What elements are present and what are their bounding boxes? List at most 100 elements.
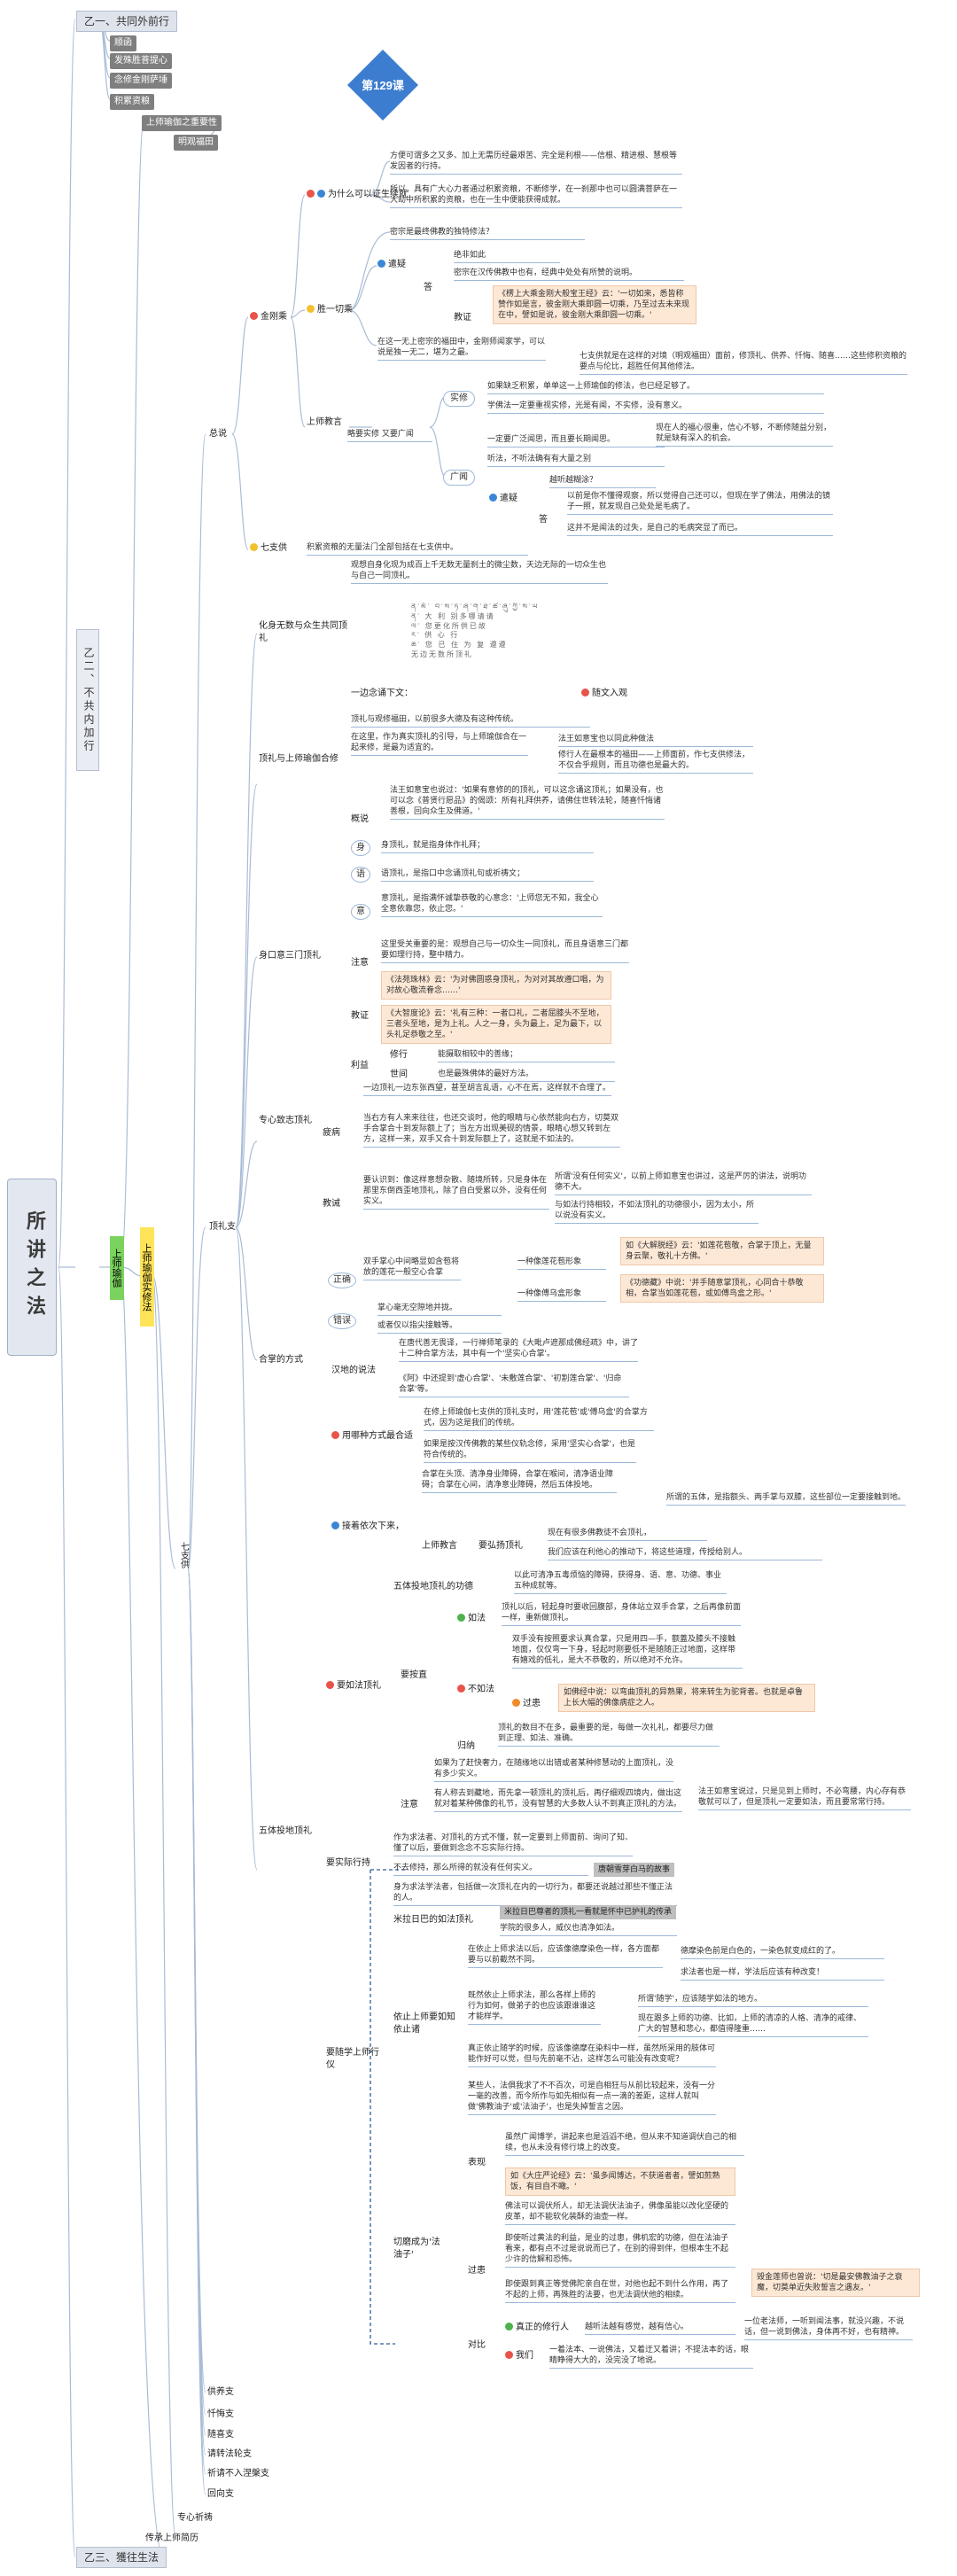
yi-zhi: 依止上师要如知依止诸 xyxy=(393,2012,455,2035)
yu-t: 语顶礼，是指口中念诵顶礼句或祈祷文； xyxy=(381,868,594,883)
shi-jian: 世间 xyxy=(390,1070,408,1079)
cross-icon xyxy=(457,1685,465,1693)
yz1b: 求法者也是一样，学法后应该有种改变！ xyxy=(681,1967,884,1981)
ru-fa-shi[interactable]: 要随学上师行仪 xyxy=(326,2048,379,2070)
hua-shen[interactable]: 化身无数与众生共同顶礼 xyxy=(259,621,347,643)
gh3b: 毁金莲师也曾说：'切是最安佛教油子之衰魔，切莫单近失败誓言之遇友。' xyxy=(751,2269,920,2298)
qi-zhi-gong-label[interactable]: 七支供 xyxy=(178,1542,189,1568)
guang-wen-label[interactable]: 广闻 xyxy=(443,470,475,486)
wu-ti-tou-di[interactable]: 五体投地顶礼 xyxy=(259,1826,312,1836)
ys-story: 唐朝雪芽白马的故事 xyxy=(594,1863,675,1878)
gy-t: 顶礼的数目不在多，最重要的是，每做一次礼礼，都要尽力做到正理、如法、准确。 xyxy=(498,1723,720,1747)
guang-t2: 听法，不听法确有有大量之别 xyxy=(487,454,665,468)
jz2: 《大智度论》云：'礼有三种：一者口礼，二者屈膝头不至地，三者头至地，是为上礼。人… xyxy=(381,1005,611,1045)
qi-zhi-item[interactable]: 随喜支 xyxy=(207,2430,234,2440)
yi-yi-node[interactable]: 乙一、共同外前行 xyxy=(76,11,178,33)
yi-er-node[interactable]: 乙二、不共内加行 xyxy=(76,629,99,771)
qi-zhi-item[interactable]: 供养支 xyxy=(207,2387,234,2397)
he-zhang[interactable]: 合掌的方式 xyxy=(259,1355,303,1365)
red-dot-icon xyxy=(331,1431,339,1439)
da-b: 密宗在汉传佛教中也有，经典中处处有所赞的说明。 xyxy=(454,268,684,282)
zq2-t: 《功德藏》中说：'并手随意掌顶礼，心同合十恭敬相，合掌当如莲花苞，或如傅鸟盒之形… xyxy=(620,1274,824,1304)
shi-jian-t: 也是最殊佛体的最好方法。 xyxy=(438,1069,615,1083)
blue-dot-icon xyxy=(331,1521,339,1529)
shang-shi-jiao-yan-1[interactable]: 上师教言 xyxy=(307,417,342,427)
jz1: 《法苑珠林》云：'为对佛圆惑身顶礼，为对对其故遵口唱，为对故心敬流眷念……' xyxy=(381,971,611,1000)
gh3: 即使跟到真正等觉佛陀亲自在世，对他也起不到什么作用，再了不起的上师，再殊胜的法要… xyxy=(505,2279,735,2304)
qi-zhi-item[interactable]: 回向支 xyxy=(207,2489,234,2499)
shang-shi-yujia-node[interactable]: 上师瑜伽 xyxy=(110,1236,124,1300)
ding-li-zhi-label[interactable]: 顶礼支 xyxy=(209,1222,236,1232)
qi-zhi-gong-node[interactable]: 七支供 xyxy=(250,542,287,555)
gray-item[interactable]: 发殊胜菩提心 xyxy=(110,53,172,69)
yj1: 现在有很多佛教徒不会顶礼， xyxy=(548,1528,707,1542)
jiao-zheng-2: 教证 xyxy=(351,1011,369,1021)
jiao-zheng-quote: 《楞上大乘金刚大般宝王经》云：'一切如来，悉皆称赞作如是言，彼金刚大乘即圆一切乘… xyxy=(493,285,696,325)
bx2: 如《大庄严论经》云：'虽多闻博达，不获道者者，譬如煎熟饭，有目自不瞰。' xyxy=(505,2167,735,2197)
jiao-t: 要认识到：像这样意想杂散、随境所转，只是身体在那里东倒西歪地顶礼，除了自白受累以… xyxy=(363,1175,549,1210)
jiao-zheng-1: 教证 xyxy=(454,313,471,323)
zy3: 法王如意宝说过，只是见到上师时，不必弯腰，内心存有恭敬就可以了，但是顶礼一定要如… xyxy=(698,1786,911,1811)
yi-jie: 在这一无上密宗的福田中，金刚师闻家学，可以说是独一无二，堪为之最。 xyxy=(377,337,546,362)
ming-guan-fu-tian[interactable]: 明观福田 xyxy=(174,135,218,151)
yi-nan-1[interactable]: 遣疑 xyxy=(377,259,406,271)
yz1: 在依止上师求法以后，应该像德摩染色一样，各方面都要与以前截然不同。 xyxy=(468,1944,663,1969)
dui-bi: 对比 xyxy=(468,2340,486,2350)
gray-item[interactable]: 积累资粮 xyxy=(110,94,154,110)
pi-t2: 当右方有人来来往往，也还交谈时，他的眼睛与心依然能向右方，切莫双手合掌合十到发际… xyxy=(363,1113,620,1148)
chuan-cheng-shang-shi[interactable]: 传承上师简历 xyxy=(145,2533,198,2543)
question-icon xyxy=(489,494,497,502)
zhong-shi-shi-xiu: 略要实修 又要广闻 xyxy=(347,429,432,443)
warning-icon xyxy=(512,1699,520,1707)
guru-importance[interactable]: 上师瑜伽之重要性 xyxy=(142,115,222,131)
yi-bian-song: 一边念诵下文： xyxy=(351,689,413,698)
gai-shuo: 概说 xyxy=(351,814,369,824)
zheng-t: 能摄取相较中的善缘； xyxy=(438,1049,615,1063)
gh1: 佛法可以调伏所人，却无法调伏法油子，佛像虽能以改化坚硬的皮革，却不能软化装酥的油… xyxy=(505,2201,735,2226)
yong-he: 用哪种方式最合适 xyxy=(331,1430,413,1443)
why-node[interactable]: 为什么可以证生续就 xyxy=(307,189,408,201)
blue-dot-icon xyxy=(317,190,325,198)
dui1: 真正的修行人 xyxy=(505,2322,569,2334)
yi-circle: 意 xyxy=(351,904,370,920)
qi-zhi-item[interactable]: 忏悔支 xyxy=(207,2409,234,2419)
guang-a1: 以前是你不懂得观察，所以觉得自己还可以，但现在学了佛法，用佛法的镜子一照，就发现… xyxy=(567,491,833,516)
zhuan-xin[interactable]: 专心致志顶礼 xyxy=(259,1116,312,1125)
qie-mo: 切磨成为'法油子' xyxy=(393,2237,440,2260)
shi-xiu-label[interactable]: 实修 xyxy=(443,391,475,407)
lesson-badge: 第129课 xyxy=(347,50,418,121)
yi-san-node[interactable]: 乙三、獲往生法 xyxy=(76,2547,167,2569)
hd2: 《阿》中还提到'虚心合掌'、'未敷莲合掌'、'初割莲合掌'、'归命合掌'等。 xyxy=(399,1374,629,1398)
jiao-q: 所谓'没有任何实义'，以前上师如意宝也讲过，这是严厉的讲法，说明功德不大。 xyxy=(555,1171,812,1196)
jin-gang-sheng[interactable]: 金刚乘 xyxy=(250,311,287,323)
brf1: 双手没有按照要求认真合掌，只是用四—手，额蓋及膝头不接触地面，仅仅弯一下身，轻起… xyxy=(512,1634,743,1669)
zheng-xing-node[interactable]: 上师瑜伽实修法 xyxy=(140,1227,154,1327)
red-dot-icon xyxy=(250,312,258,320)
sheng-question: 密宗是最终佛教的独特修法？ xyxy=(390,227,585,241)
yellow-dot-icon xyxy=(250,543,258,551)
zong-shuo-label[interactable]: 总说 xyxy=(209,429,227,439)
ys2: 不去修持，那么所得的就没有任何实义。 xyxy=(393,1863,588,1877)
zq2: 一种像傅乌盒形象 xyxy=(517,1288,606,1303)
guo-shi: 过患 xyxy=(512,1698,541,1710)
yi-nan-2[interactable]: 遣疑 xyxy=(489,493,517,505)
zhuan-xin-qi-dao[interactable]: 专心祈祷 xyxy=(177,2513,213,2523)
qi-zhi-item[interactable]: 请转法轮支 xyxy=(207,2449,252,2459)
guo-huan: 过患 xyxy=(468,2266,486,2276)
red-dot-icon xyxy=(326,1681,334,1689)
ml2: 学院的很多人，威仪也清净如法。 xyxy=(500,1923,677,1937)
hd3: 在修上师瑜伽七支供的顶礼支时，用'莲花苞'或'傅乌盒'的合掌方式，因为这是我们的… xyxy=(424,1407,654,1432)
tibetan-verse: ན་མོ་ བ་ས་ཏ་ཞ་ག་ཐ་ཚ་ཞུ་ཀྱི་ས་ཡ ན་ 大 利 别多… xyxy=(411,603,540,658)
dui1-t2: 一位老法师，一听到闻法事，就没兴趣，不说话，但一说到佛法，身体再不好，也有精神。 xyxy=(744,2316,913,2341)
gray-item[interactable]: 念修金刚萨埵 xyxy=(110,73,172,89)
qi-zhi-item[interactable]: 祈请不入涅槃支 xyxy=(207,2469,269,2479)
hua-shen-text: 观想自身化现为成百上千无数无量刹土的微尘数，天边无际的一切众生也与自己一同顶礼。 xyxy=(351,560,608,585)
shen-kou-yi[interactable]: 身口意三门顶礼 xyxy=(259,951,321,961)
yz3: 真正依止随学的时候，应该像德摩在染料中一样，虽然所采用的肢体可能作好可以觉，但与… xyxy=(468,2043,716,2068)
yi-t: 意顶礼，是指满怀诚挚恭敬的心意念：'上师您无不知，我全心全意依靠您，依止您。' xyxy=(381,893,603,918)
wu-ti-gong-de: 五体投地顶礼的功德 xyxy=(393,1582,473,1592)
sheng-yi-qie[interactable]: 胜一切乘 xyxy=(307,304,353,316)
gray-item[interactable]: 顺函 xyxy=(110,35,136,51)
ding-li-he[interactable]: 顶礼与上师瑜伽合修 xyxy=(259,754,338,764)
